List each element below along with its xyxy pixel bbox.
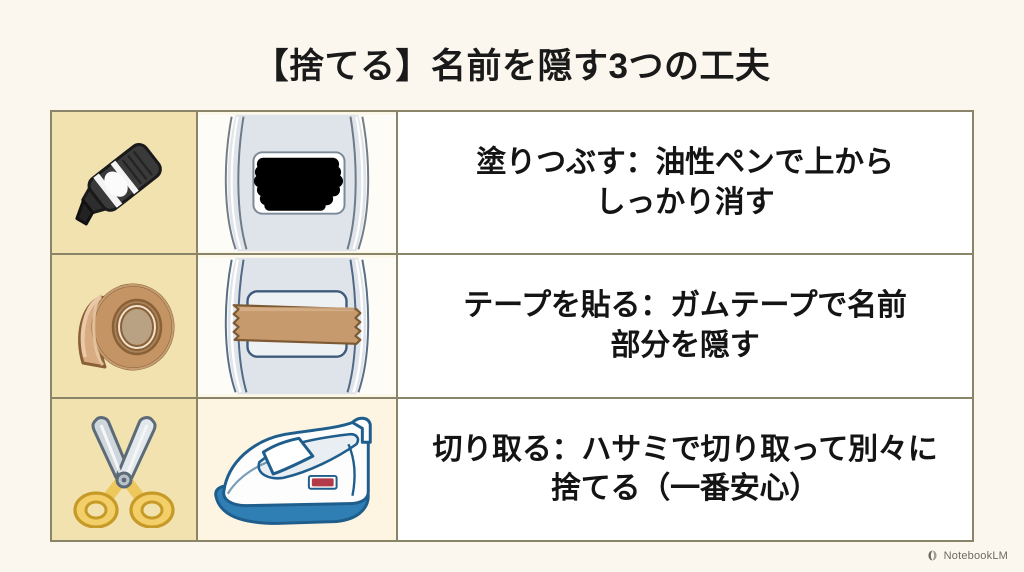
table-row: 切り取る：ハサミで切り取って別々に 捨てる（一番安心）	[52, 398, 972, 540]
description-line-2: しっかり消す	[595, 185, 775, 219]
description-line-2: 部分を隠す	[610, 328, 760, 362]
example-photo-cell	[198, 112, 398, 254]
watermark: NotebookLM	[926, 549, 1008, 562]
description-line-2: 捨てる（一番安心）	[550, 472, 820, 506]
school-indoor-shoe-photo	[198, 401, 396, 538]
description-cell: テープを貼る：ガムテープで名前 部分を隠す	[398, 255, 972, 397]
notebooklm-icon	[928, 550, 937, 561]
tool-icon-cell	[52, 112, 198, 254]
tool-icon-cell	[52, 398, 198, 540]
watermark-label: NotebookLM	[943, 549, 1008, 562]
description-line-1: テープを貼る：ガムテープで名前	[463, 289, 907, 323]
scissors-icon	[73, 416, 175, 529]
example-photo-cell	[198, 255, 398, 397]
methods-table: 塗りつぶす：油性ペンで上から しっかり消す	[50, 110, 974, 542]
description-cell: 塗りつぶす：油性ペンで上から しっかり消す	[398, 112, 972, 254]
table-row: 塗りつぶす：油性ペンで上から しっかり消す	[52, 112, 972, 256]
description-cell: 切り取る：ハサミで切り取って別々に 捨てる（一番安心）	[398, 398, 972, 540]
example-photo-cell	[198, 398, 398, 540]
shoe-nametag-covered-with-tape-photo	[198, 257, 396, 395]
description-line-1: 切り取る：ハサミで切り取って別々に	[432, 432, 938, 466]
page-title: 【捨てる】名前を隠す3つの工夫	[253, 47, 771, 86]
description-line-1: 塗りつぶす：油性ペンで上から	[476, 146, 894, 180]
marker-pen-icon	[75, 142, 162, 226]
table-row: テープを貼る：ガムテープで名前 部分を隠す	[52, 255, 972, 399]
shoe-nametag-blacked-out-photo	[198, 114, 396, 251]
tool-icon-cell	[52, 255, 198, 397]
packing-tape-roll-icon	[78, 283, 175, 371]
